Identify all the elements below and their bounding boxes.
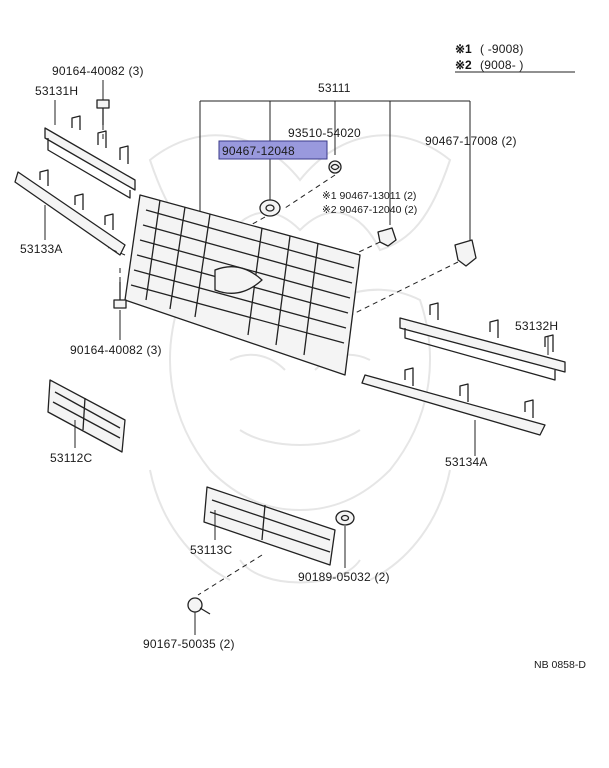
legend-range-2: (9008- ) xyxy=(480,58,524,72)
bolt-90164-top xyxy=(96,99,110,125)
label-53133A: 53133A xyxy=(20,242,63,256)
side-grille-53112C xyxy=(47,379,126,453)
highlighted-part[interactable]: 90467-12048 xyxy=(218,140,328,160)
lower-grille-53113C xyxy=(203,486,336,566)
label-93510-54020: 93510-54020 xyxy=(288,126,361,140)
legend: ※1 ( -9008) ※2 (9008- ) xyxy=(455,42,575,73)
label-90467-12040: ※2 90467-12040 (2) xyxy=(322,204,417,216)
legend-marker-2: ※2 xyxy=(455,58,472,72)
clip-90467-17008 xyxy=(454,239,477,267)
label-90467-12048: 90467-12048 xyxy=(222,144,295,158)
label-90189-05032: 90189-05032 (2) xyxy=(298,570,390,584)
label-90467-17008: 90467-17008 (2) xyxy=(425,134,517,148)
right-bracket-53132H xyxy=(399,302,566,381)
label-53132H: 53132H xyxy=(515,319,558,333)
bolt-90164-mid xyxy=(113,282,127,309)
clip-93510 xyxy=(328,160,342,174)
screw-90167 xyxy=(187,597,211,615)
label-53134A: 53134A xyxy=(445,455,488,469)
reference-code: NB 0858-D xyxy=(534,659,586,671)
main-grille-53111 xyxy=(124,194,361,376)
grommet-90189 xyxy=(335,510,355,526)
label-90467-13011: ※1 90467-13011 (2) xyxy=(322,190,416,202)
grommet-90467-12048 xyxy=(259,199,281,217)
clip-90467-13011 xyxy=(377,227,397,247)
label-90167-50035: 90167-50035 (2) xyxy=(143,637,235,651)
upper-bracket-53131H xyxy=(44,115,136,199)
label-90164-40082-top: 90164-40082 (3) xyxy=(52,64,144,78)
assembly-bracket-53111 xyxy=(199,100,471,240)
label-53112C: 53112C xyxy=(50,451,92,465)
legend-range-1: ( -9008) xyxy=(480,42,524,56)
label-53113C: 53113C xyxy=(190,543,232,557)
label-90164-40082-mid: 90164-40082 (3) xyxy=(70,343,162,357)
side-bracket-53133A xyxy=(14,169,126,256)
right-bracket-53134A xyxy=(361,367,546,436)
legend-marker-1: ※1 xyxy=(455,42,472,56)
label-53131H: 53131H xyxy=(35,84,78,98)
label-53111: 53111 xyxy=(318,81,351,95)
